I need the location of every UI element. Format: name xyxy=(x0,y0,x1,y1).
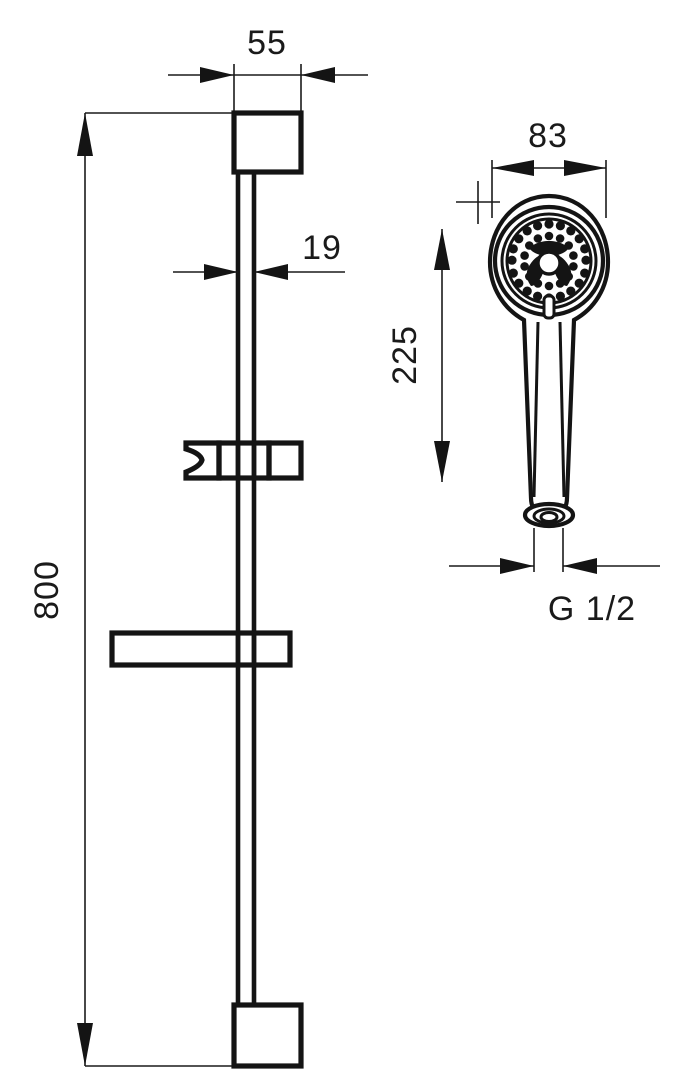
arrowhead-83-left xyxy=(492,160,534,176)
hose-connector xyxy=(522,501,576,529)
soap-dish xyxy=(109,630,293,668)
arrowhead-225-bottom xyxy=(434,441,450,482)
center-crosshair-icon xyxy=(456,181,500,224)
handle-inner-right xyxy=(558,321,566,498)
soap-dish-body xyxy=(109,630,293,668)
arrowhead-19-right xyxy=(254,264,288,280)
dimension-label-19: 19 xyxy=(302,229,342,267)
dimension-225-group: 225 xyxy=(386,229,450,482)
dimension-83-group: 83 xyxy=(491,117,607,218)
dimension-label-55: 55 xyxy=(247,24,287,62)
hub-lobe-top xyxy=(530,241,568,256)
hub-center-hole xyxy=(536,250,562,276)
connector-bore-ellipse xyxy=(539,511,559,523)
holder-bracket xyxy=(183,440,304,481)
dimension-label-g12: G 1/2 xyxy=(548,590,636,628)
arrowhead-19-left xyxy=(204,264,238,280)
handle-inner-left xyxy=(532,321,540,498)
holder-cradle xyxy=(183,440,222,481)
arrowhead-225-top xyxy=(434,229,450,270)
dimension-55-group: 55 xyxy=(168,24,368,116)
arrowhead-g12-right xyxy=(563,558,597,574)
spray-mode-nub xyxy=(542,294,556,320)
arrowhead-800-top xyxy=(77,113,93,156)
shower-rail-elevation: 55 19 xyxy=(28,24,368,1069)
dimension-19-group: 19 xyxy=(173,229,345,280)
spray-center-hub xyxy=(526,241,572,286)
arrowhead-g12-left xyxy=(500,558,534,574)
dimension-g12-group: G 1/2 xyxy=(449,528,660,628)
arrowhead-55-left xyxy=(200,67,234,83)
holder-body-right xyxy=(266,440,304,481)
nozzle-ring-outer xyxy=(507,219,591,303)
arrowhead-55-right xyxy=(301,67,335,83)
top-bracket xyxy=(231,110,304,175)
arrowhead-83-right xyxy=(564,160,606,176)
hand-shower-elevation: 83 xyxy=(386,117,660,628)
dimension-label-800: 800 xyxy=(28,560,66,620)
dimension-label-225: 225 xyxy=(386,325,424,385)
bottom-bracket xyxy=(231,1002,304,1069)
arrowhead-800-bottom xyxy=(77,1023,93,1066)
dimension-label-83: 83 xyxy=(528,117,568,155)
dimension-800-group: 800 xyxy=(28,112,232,1067)
